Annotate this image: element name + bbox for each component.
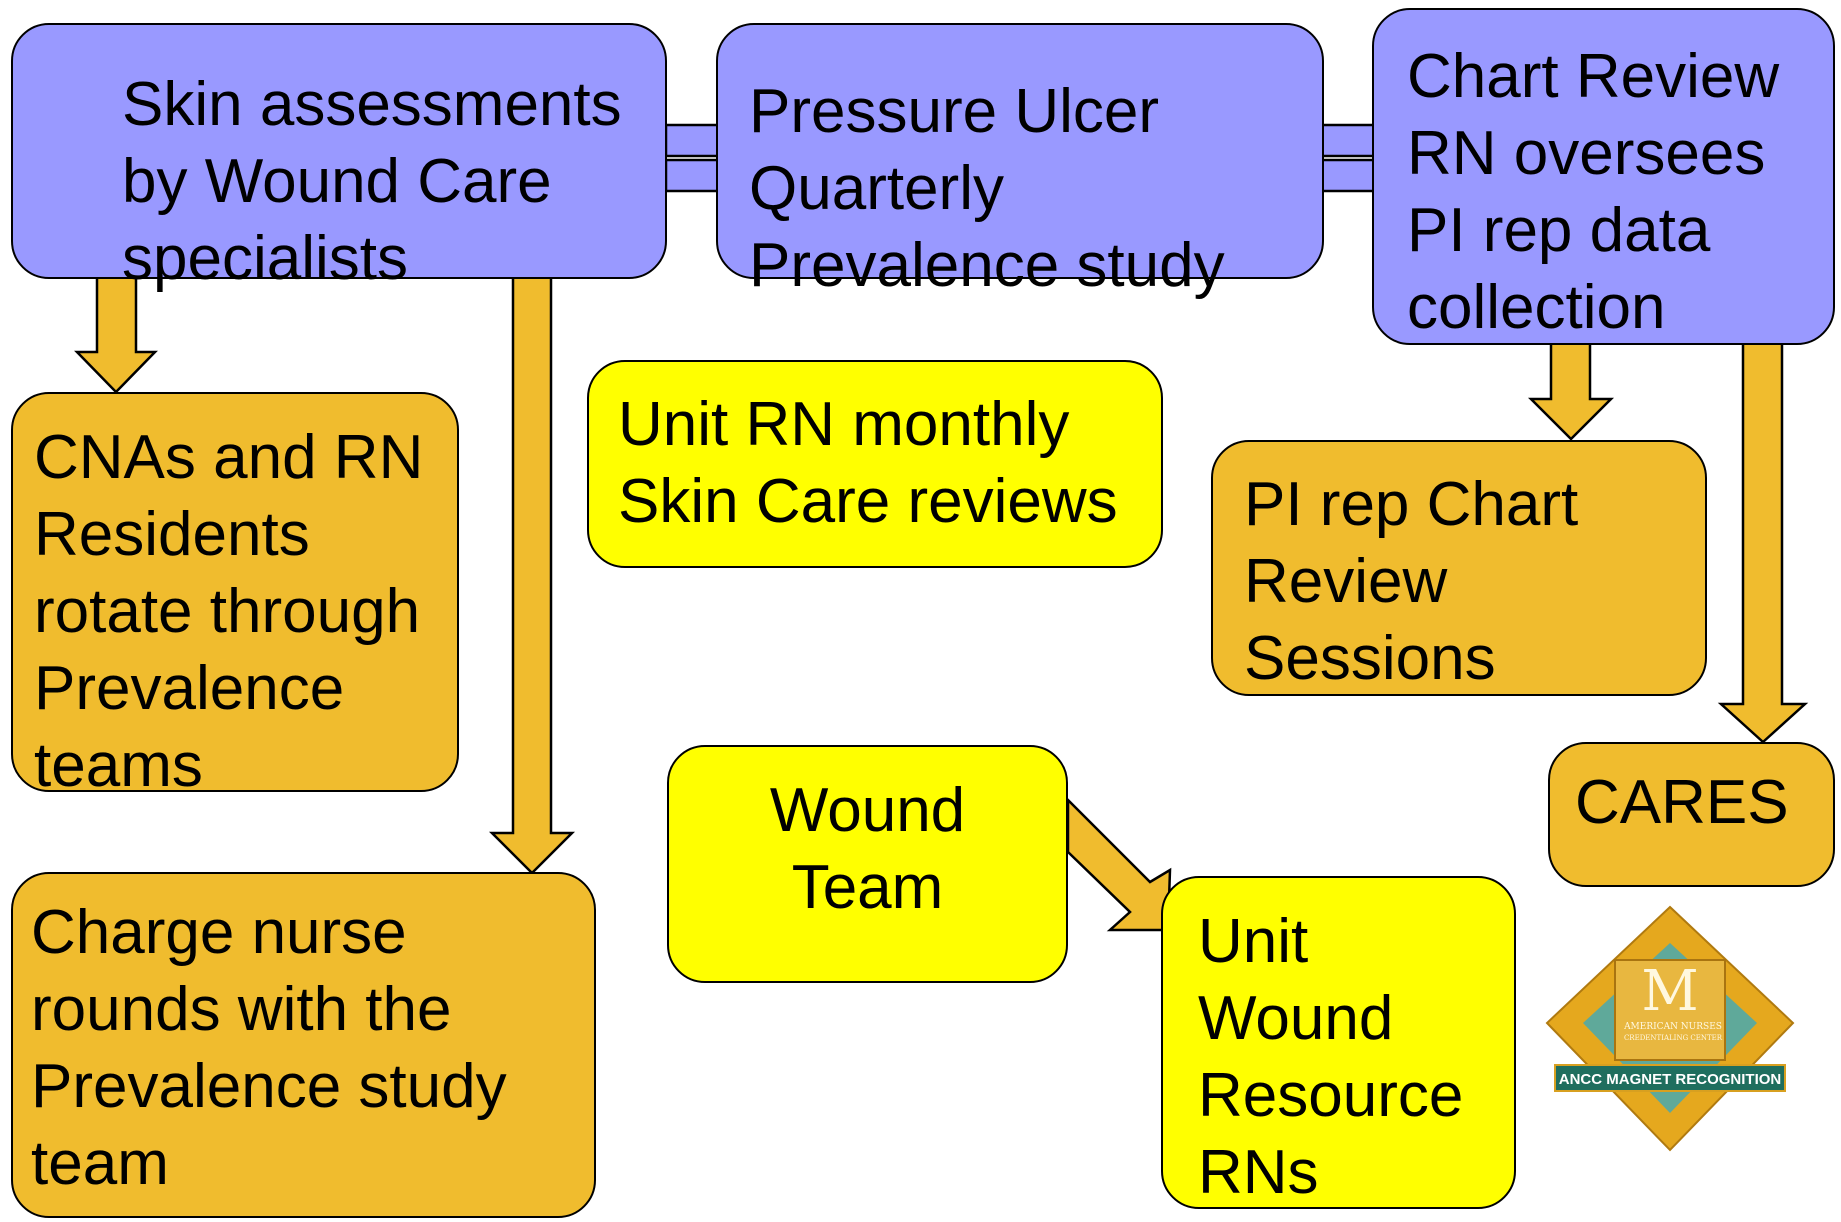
pressure-ulcer-box: Pressure Ulcer Quarterly Prevalence stud… <box>716 23 1324 300</box>
cnas-rn-box: CNAs and RN Residents rotate through Pre… <box>11 392 459 800</box>
logo-org-line2: CREDENTIALING CENTER <box>1624 1034 1723 1042</box>
chart-review-box: Chart Review RN oversees PI rep data col… <box>1372 8 1835 345</box>
arrow-chart-to-pi <box>1527 341 1615 441</box>
pressure-ulcer-text: Pressure Ulcer Quarterly Prevalence stud… <box>749 77 1225 300</box>
unit-rn-monthly-box: Unit RN monthly Skin Care reviews <box>587 360 1163 568</box>
logo-medallion <box>1614 959 1726 1061</box>
cares-box: CARES <box>1548 742 1835 887</box>
pi-rep-sessions-box: PI rep Chart Review Sessions <box>1211 440 1707 696</box>
wound-team-box: Wound Team <box>667 745 1068 983</box>
unit-wound-resource-text: Unit Wound Resource RNs <box>1198 907 1464 1207</box>
unit-rn-monthly-text: Unit RN monthly Skin Care reviews <box>618 390 1118 536</box>
charge-nurse-box: Charge nurse rounds with the Prevalence … <box>11 872 596 1218</box>
arrow-skin-to-charge <box>488 274 576 875</box>
arrow-skin-to-cnas <box>74 274 158 394</box>
ancc-magnet-logo: M AMERICAN NURSES CREDENTIALING CENTER A… <box>1545 905 1795 1152</box>
connector-skin-to-pressure <box>664 123 720 193</box>
skin-assessments-text: Skin assessments by Wound Care specialis… <box>122 70 622 293</box>
cares-text: CARES <box>1575 768 1789 837</box>
charge-nurse-text: Charge nurse rounds with the Prevalence … <box>31 898 507 1198</box>
logo-banner <box>1554 1064 1786 1092</box>
arrow-chart-to-cares <box>1717 341 1809 744</box>
connector-pressure-to-chart <box>1320 123 1376 193</box>
unit-wound-resource-box: Unit Wound Resource RNs <box>1161 876 1516 1209</box>
logo-org-line1: AMERICAN NURSES <box>1623 1022 1722 1032</box>
wound-team-text: Wound Team <box>769 776 966 922</box>
arrow-wound-to-resource <box>1066 796 1172 932</box>
cnas-rn-text: CNAs and RN Residents rotate through Pre… <box>34 423 424 800</box>
logo-banner-text: ANCC MAGNET RECOGNITION <box>1559 1071 1782 1088</box>
skin-assessments-box: Skin assessments by Wound Care specialis… <box>11 23 667 293</box>
chart-review-text: Chart Review RN oversees PI rep data col… <box>1407 42 1780 342</box>
pi-rep-sessions-text: PI rep Chart Review Sessions <box>1244 470 1579 693</box>
logo-letter: M <box>1641 959 1698 1024</box>
